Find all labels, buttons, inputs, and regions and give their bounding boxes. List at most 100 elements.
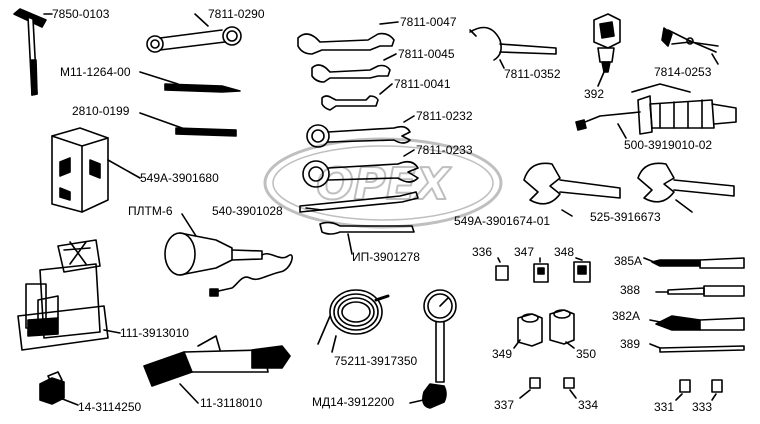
leader-line (103, 329, 121, 334)
grease-gun-icon (575, 83, 737, 135)
leader-line (565, 341, 575, 349)
label-file: М11-1264-00 (60, 65, 131, 79)
leader-line (497, 257, 501, 263)
file-icon (164, 83, 241, 93)
leader-line (305, 207, 323, 211)
leader-line (331, 335, 337, 353)
jack-icon (17, 239, 109, 351)
flashlight-icon (164, 232, 293, 297)
label-socket-348: 348 (554, 245, 575, 259)
leader-line (403, 115, 415, 123)
pliers-icon (661, 27, 719, 53)
injector-tool-icon (143, 335, 291, 387)
label-wrench-41: 7811-0041 (394, 77, 451, 91)
hex-socket-icon (51, 127, 109, 213)
label-valve-plug: 14-3114250 (78, 400, 142, 414)
leader-line (379, 21, 399, 25)
leader-line (59, 397, 79, 406)
label-wrench-233: 7811-0233 (416, 143, 473, 157)
hammer-icon (13, 8, 47, 96)
socket-348-icon (573, 261, 591, 283)
pry-bar-icon (299, 191, 419, 213)
label-pliers: 7814-0253 (654, 65, 712, 79)
large-spanner-icon (637, 162, 735, 203)
label-grease-tip: ПЛТМ-6 (128, 204, 173, 218)
label-screwdriver-385a: 385А (614, 254, 643, 268)
label-socket-331: 331 (654, 400, 675, 414)
hose-coil-icon (317, 289, 390, 345)
handle-icon (655, 315, 745, 331)
label-socket-337: 337 (494, 398, 515, 412)
hook-spanner-icon (469, 26, 557, 61)
socket-331-icon (679, 379, 691, 393)
leader-line (675, 199, 693, 213)
socket-349-icon (517, 313, 543, 347)
tire-lever-icon (319, 221, 415, 235)
leader-line (643, 257, 655, 263)
combination-wrench-icon (302, 160, 419, 188)
leader-line (597, 71, 605, 87)
label-bar-389: 389 (620, 337, 641, 351)
label-pry-bar: 540-3901028 (212, 204, 283, 218)
leader-line (513, 339, 521, 349)
label-wrench-45: 7811-0045 (398, 47, 455, 61)
open-wrench-icon (321, 95, 379, 111)
socket-337-icon (529, 377, 541, 389)
label-big-spanner-1: 549А-3901674-01 (454, 214, 551, 228)
leader-line (519, 389, 531, 399)
screwdriver-icon (651, 257, 745, 269)
open-wrench-icon (297, 32, 395, 55)
label-injector-tool: 11-3118010 (200, 396, 263, 410)
socket-333-icon (711, 379, 723, 393)
leader-line (569, 389, 577, 399)
label-socket-334: 334 (578, 398, 599, 412)
leader-line (139, 71, 179, 85)
label-hose: 75211-3917350 (334, 354, 418, 368)
label-jack: 111-3913010 (120, 326, 189, 340)
label-grease-gun: 500-3919010-02 (624, 138, 713, 152)
combination-wrench-icon (306, 124, 411, 148)
label-socket-349: 349 (492, 347, 513, 361)
leader-line (181, 213, 197, 237)
leader-line (107, 159, 141, 179)
leader-line (499, 59, 505, 69)
leader-line (561, 209, 573, 217)
open-wrench-icon (311, 64, 391, 83)
leader-line (711, 393, 717, 401)
label-socket-336: 336 (472, 245, 493, 259)
label-hammer: 7850-0103 (52, 7, 110, 21)
leader-line (347, 233, 353, 255)
label-big-spanner-2: 525-3916673 (590, 210, 661, 224)
label-hook-spanner: 7811-0352 (504, 67, 561, 81)
label-screwdriver-388: 388 (620, 283, 641, 297)
drift-icon (175, 127, 237, 137)
watermark-logo (263, 137, 503, 229)
leader-line (649, 343, 661, 349)
label-socket-350: 350 (576, 347, 597, 361)
pressure-gauge-icon (422, 289, 457, 409)
label-hex-socket: 549А-3901680 (140, 171, 219, 185)
label-box-wrench: 7811-0290 (208, 7, 265, 21)
label-drift: 2810-0199 (72, 104, 130, 118)
label-handle-382a: 382А (612, 309, 641, 323)
socket-350-icon (549, 309, 575, 345)
leader-line (649, 319, 661, 323)
leader-line (139, 112, 183, 129)
leader-line (409, 397, 433, 404)
label-wrench-232: 7811-0232 (416, 109, 473, 123)
leader-line (711, 53, 719, 65)
leader-line (575, 257, 583, 261)
label-socket-392: 392 (584, 87, 605, 101)
label-wrench-47: 7811-0047 (400, 15, 457, 29)
leader-line (194, 13, 209, 27)
label-socket-347: 347 (514, 245, 535, 259)
screwdriver-icon (667, 285, 745, 297)
label-pressure-gauge: МД14-3912200 (312, 395, 395, 409)
bar-icon (659, 345, 745, 353)
tool-socket-icon (593, 13, 621, 73)
socket-336-icon (495, 265, 509, 281)
leader-line (675, 393, 683, 401)
leader-line (179, 383, 199, 404)
